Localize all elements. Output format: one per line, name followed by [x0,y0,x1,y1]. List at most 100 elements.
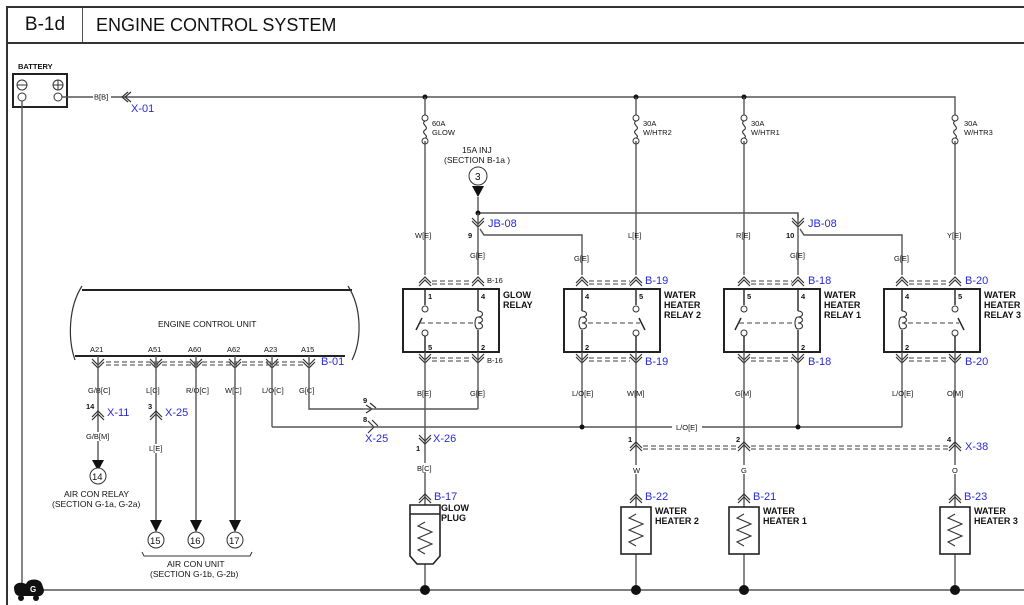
svg-text:RELAY 3: RELAY 3 [984,310,1021,320]
wire-label: L[C] [146,386,160,395]
jb08-feed [477,197,799,218]
svg-text:G[E]: G[E] [470,389,485,398]
battery-label: BATTERY [18,62,53,71]
connector-b01-label: B-01 [321,356,344,368]
glow-relay: B-16 1 4 5 2 GLOW RELAY B-16 B[E] G[E] [402,276,533,590]
svg-text:WATER: WATER [763,506,795,516]
ref-air-con-unit: 15 16 17 AIR CON UNIT (SECTION G-1b, G-2… [141,520,253,579]
wire-label: Y[E] [947,231,961,240]
svg-text:60A: 60A [432,119,445,128]
svg-text:G[E]: G[E] [894,254,909,263]
svg-text:L/O[E]: L/O[E] [572,389,593,398]
svg-text:5: 5 [428,343,432,352]
svg-text:2: 2 [481,343,485,352]
svg-text:4: 4 [947,435,952,444]
wire-label: W[C] [225,386,242,395]
svg-text:X-25: X-25 [365,433,388,445]
svg-text:G[E]: G[E] [470,251,485,260]
ground-bus [21,101,1024,591]
svg-text:B-21: B-21 [753,491,776,503]
svg-text:G: G [741,466,747,475]
svg-text:WATER: WATER [974,506,1006,516]
ref-air-con-relay: 14 AIR CON RELAY (SECTION G-1a, G-2a) [52,467,140,509]
svg-text:G[M]: G[M] [735,389,751,398]
wire-label: G/B[C] [88,386,111,395]
svg-text:8: 8 [363,415,367,424]
svg-text:B-16: B-16 [487,276,503,285]
diagram-header: B-1d ENGINE CONTROL SYSTEM [6,6,1024,44]
svg-text:PLUG: PLUG [441,513,466,523]
svg-text:AIR CON UNIT: AIR CON UNIT [167,559,225,569]
svg-text:W/HTR3: W/HTR3 [964,128,993,137]
svg-text:9: 9 [363,396,367,405]
svg-text:B[B]: B[B] [94,93,108,102]
svg-text:3: 3 [148,402,152,411]
water-heater-3: B-23 WATER HEATER 3 [939,491,1018,555]
svg-text:2: 2 [736,435,740,444]
connector-x26: 1 X-26 B[C] [414,433,456,473]
svg-text:B-19: B-19 [645,356,668,368]
ecu-pins: A21G/B[C]A51L[C]A60R/O[C]A62W[C]A23L/O[C… [88,345,316,395]
battery-positive-icon [52,79,64,91]
section-code: B-1d [8,8,83,42]
ecu-pin-label: A21 [90,345,103,354]
svg-text:G[E]: G[E] [790,251,805,260]
svg-text:15A INJ: 15A INJ [462,145,492,155]
svg-text:WATER: WATER [655,506,687,516]
svg-text:B-20: B-20 [965,356,988,368]
svg-text:14: 14 [86,402,95,411]
svg-text:JB-08: JB-08 [488,218,517,230]
wire-label: L[E] [628,231,641,240]
svg-text:B-16: B-16 [487,356,503,365]
junction-jb08-b: 10 JB-08 G[E] G[E] [786,213,909,275]
glow-plug: B-17 GLOW PLUG [409,491,469,565]
svg-text:4: 4 [481,292,486,301]
battery: BATTERY [12,62,68,108]
svg-text:5: 5 [958,292,962,301]
svg-text:B-20: B-20 [965,275,988,287]
svg-text:W/HTR2: W/HTR2 [643,128,672,137]
inj-reference: 15A INJ (SECTION B-1a ) 3 [444,145,510,197]
svg-text:(SECTION B-1a ): (SECTION B-1a ) [444,155,510,165]
svg-text:4: 4 [585,292,590,301]
svg-text:G/B[M]: G/B[M] [86,432,109,441]
wire-label: L/O[C] [262,386,284,395]
svg-text:GLOW: GLOW [441,503,469,513]
wire-label: G[C] [299,386,314,395]
ground-icon: G [14,579,44,601]
svg-text:W[M]: W[M] [627,389,645,398]
svg-text:RELAY: RELAY [503,300,533,310]
ecu-pin-label: A15 [301,345,314,354]
svg-text:L[E]: L[E] [149,444,162,453]
svg-text:B[E]: B[E] [417,389,431,398]
svg-text:B-17: B-17 [434,491,457,503]
engine-control-unit: ENGINE CONTROL UNIT [69,285,360,361]
svg-text:WATER: WATER [824,290,856,300]
svg-text:4: 4 [801,292,806,301]
svg-text:30A: 30A [643,119,656,128]
svg-text:AIR CON RELAY: AIR CON RELAY [64,489,129,499]
svg-text:17: 17 [229,536,240,547]
svg-text:X-26: X-26 [433,433,456,445]
wire-label: R[E] [736,231,751,240]
svg-text:2: 2 [801,343,805,352]
connector-x11-label: X-11 [107,407,129,419]
svg-text:RELAY 1: RELAY 1 [824,310,861,320]
svg-text:HEATER: HEATER [664,300,701,310]
svg-text:9: 9 [468,231,472,240]
svg-text:1: 1 [628,435,632,444]
svg-text:X-38: X-38 [965,441,988,453]
ecu-label: ENGINE CONTROL UNIT [158,319,256,329]
svg-text:4: 4 [905,292,910,301]
svg-text:3: 3 [475,172,481,183]
svg-text:G[E]: G[E] [574,254,589,263]
svg-text:30A: 30A [751,119,764,128]
svg-text:(SECTION G-1b, G-2b): (SECTION G-1b, G-2b) [150,569,238,579]
connector-x25b: 9 8 X-25 [363,396,388,445]
water-heater-relay-1: B-18 5 4 2 WATER HEATER RELAY 1 B-18 G[M… [723,275,861,590]
water-heater-1: B-21 WATER HEATER 1 [728,491,807,555]
svg-text:5: 5 [747,292,751,301]
svg-text:RELAY 2: RELAY 2 [664,310,701,320]
water-heater-2: B-22 WATER HEATER 2 [620,491,699,555]
